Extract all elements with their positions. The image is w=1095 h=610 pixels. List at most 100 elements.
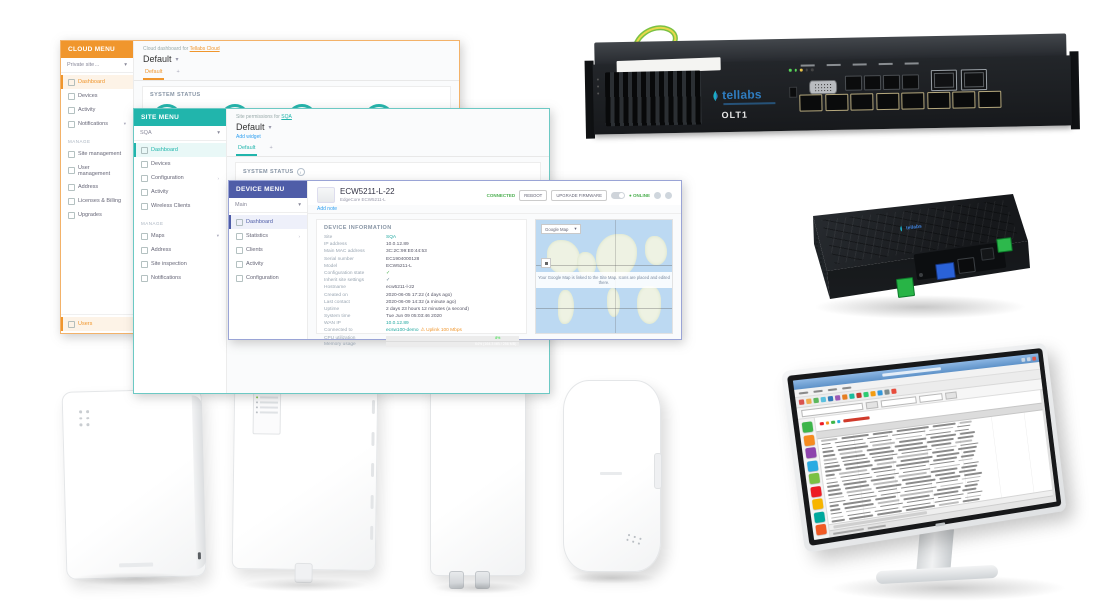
app-rail-icon[interactable] bbox=[814, 523, 827, 536]
nav-item-label: Statistics bbox=[246, 233, 269, 239]
cloud-manage-nav-item[interactable]: Upgrades bbox=[61, 208, 133, 222]
device-nav-item[interactable]: Activity bbox=[229, 257, 307, 271]
site-nav-item[interactable]: Activity bbox=[134, 185, 226, 199]
cloud-nav-item[interactable]: Activity bbox=[61, 103, 133, 117]
nav-item-label: Activity bbox=[151, 189, 169, 195]
chevron-down-icon: ▾ bbox=[217, 130, 220, 136]
app-rail-icon[interactable] bbox=[801, 421, 813, 433]
device-nav-item[interactable]: Dashboard bbox=[229, 215, 307, 229]
device-nav-item[interactable]: Clients bbox=[229, 243, 307, 257]
toolbar-icon[interactable] bbox=[834, 395, 841, 401]
toolbar-icon[interactable] bbox=[805, 398, 812, 405]
cloud-nav-item[interactable]: Devices bbox=[61, 89, 133, 103]
app-rail-icon[interactable] bbox=[807, 472, 820, 485]
device-selector-dropdown[interactable]: Main ▾ bbox=[229, 198, 307, 213]
device-info-list: Site SQA IP address 10.0.12.89 Main MAC … bbox=[324, 234, 519, 335]
upgrade-firmware-button[interactable]: UPGRADE FIRMWARE bbox=[551, 189, 607, 201]
site-nav-item[interactable]: Devices bbox=[134, 157, 226, 171]
device-selector-value: Main bbox=[235, 202, 247, 208]
chevron-down-icon[interactable]: ▾ bbox=[175, 56, 179, 63]
toolbar-icon[interactable] bbox=[841, 394, 848, 400]
site-manage-nav-item[interactable]: Address bbox=[134, 243, 226, 257]
site-manage-nav-item[interactable]: Maps ▾ bbox=[134, 229, 226, 243]
toolbar-icon[interactable] bbox=[820, 396, 827, 403]
toolbar-icon[interactable] bbox=[877, 390, 883, 396]
nav-item-label: Devices bbox=[78, 93, 98, 99]
cloud-nav-item[interactable]: Dashboard bbox=[61, 75, 133, 89]
device-location-map[interactable]: Google Map ▾ Your Google Map is linked t… bbox=[535, 219, 673, 334]
tab-default[interactable]: Default bbox=[143, 66, 165, 80]
minimize-button[interactable] bbox=[1021, 357, 1026, 362]
sidebar-item-users[interactable]: Users bbox=[61, 317, 133, 331]
nav-item-label: Activity bbox=[78, 107, 96, 113]
table-text-line bbox=[956, 424, 971, 428]
maximize-button[interactable] bbox=[1026, 356, 1031, 361]
app-rail-icon[interactable] bbox=[809, 485, 822, 498]
toolbar-icon[interactable] bbox=[827, 395, 834, 402]
chevron-down-icon[interactable]: ▾ bbox=[268, 124, 272, 131]
site-nav-item[interactable]: Wireless Clients bbox=[134, 199, 226, 213]
map-control[interactable] bbox=[541, 258, 551, 269]
nav-item-label: Devices bbox=[151, 161, 171, 167]
led-toggle[interactable] bbox=[611, 191, 625, 199]
online-dot-icon: ● bbox=[629, 192, 632, 198]
app-rail-icon[interactable] bbox=[804, 447, 817, 459]
toolbar-icon[interactable] bbox=[891, 388, 897, 395]
toolbar-icon[interactable] bbox=[870, 390, 876, 397]
sidebar-footer: Users bbox=[61, 314, 133, 333]
reboot-button[interactable]: REBOOT bbox=[519, 189, 548, 201]
device-nav-item[interactable]: Statistics › bbox=[229, 229, 307, 243]
cloud-manage-nav-item[interactable]: User management bbox=[61, 161, 133, 180]
tellabs-leaf-icon bbox=[713, 89, 718, 101]
add-tab-button[interactable]: + bbox=[269, 145, 273, 151]
toolbar-icon[interactable] bbox=[884, 389, 890, 395]
info-value: ecw5211-l-22 bbox=[386, 285, 415, 291]
map-layer-selector[interactable]: Google Map ▾ bbox=[541, 224, 581, 234]
notifications-icon[interactable] bbox=[654, 191, 661, 199]
app-rail-icon[interactable] bbox=[802, 434, 815, 446]
app-rail-icon[interactable] bbox=[811, 498, 824, 510]
site-selector-dropdown[interactable]: SQA ▾ bbox=[134, 126, 226, 141]
map-banner: Your Google Map is linked to the Site Ma… bbox=[536, 271, 672, 288]
site-nav-item[interactable]: Dashboard bbox=[134, 143, 226, 157]
toolbar-icon[interactable] bbox=[849, 393, 855, 400]
site-nav-item[interactable]: Configuration › bbox=[134, 171, 226, 185]
info-value: ✓ bbox=[386, 278, 391, 284]
cloud-nav-item[interactable]: Notifications ▾ bbox=[61, 117, 133, 131]
info-icon[interactable]: i bbox=[296, 168, 305, 176]
cloud-manage-nav-item[interactable]: Address bbox=[61, 180, 133, 194]
breadcrumb-link[interactable]: SQA bbox=[281, 114, 292, 120]
tab-default[interactable]: Default bbox=[236, 142, 258, 156]
brand-logo-text bbox=[843, 416, 870, 423]
nav-item-icon bbox=[141, 274, 148, 282]
site-manage-nav-item[interactable]: Site inspection bbox=[134, 257, 226, 271]
toolbar-icon[interactable] bbox=[813, 397, 820, 404]
cloud-manage-nav-item[interactable]: Licenses & Billing bbox=[61, 194, 133, 208]
ap-side-latch bbox=[654, 453, 662, 489]
toolbar-icon[interactable] bbox=[856, 392, 862, 399]
cloud-manage-nav-item[interactable]: Site management bbox=[61, 147, 133, 161]
nav-item-icon bbox=[141, 160, 148, 168]
toolbar-icon[interactable] bbox=[863, 391, 869, 398]
pon-port bbox=[824, 93, 849, 112]
add-widget-link[interactable]: Add widget bbox=[236, 134, 261, 140]
filter-select[interactable] bbox=[918, 392, 943, 403]
app-rail-icon[interactable] bbox=[813, 510, 825, 523]
add-tab-button[interactable]: + bbox=[176, 69, 180, 75]
search-button[interactable] bbox=[865, 400, 879, 409]
apply-button[interactable] bbox=[944, 390, 958, 400]
device-info-row: Hostname ecw5211-l-22 bbox=[324, 284, 519, 291]
close-button[interactable] bbox=[1032, 356, 1037, 361]
org-selector-dropdown[interactable]: Private site… ▾ bbox=[61, 58, 133, 73]
app-rail-icon[interactable] bbox=[806, 459, 819, 472]
user-icon[interactable] bbox=[665, 191, 672, 199]
add-note-link[interactable]: Add note bbox=[317, 206, 338, 212]
device-nav-item[interactable]: Configuration bbox=[229, 271, 307, 285]
toolbar-icon[interactable] bbox=[798, 399, 805, 406]
sfp-port bbox=[863, 75, 882, 91]
monitor-brand-logo bbox=[935, 522, 946, 527]
nav-item-label: Maps bbox=[151, 233, 165, 239]
breadcrumb-link[interactable]: Tellabs Cloud bbox=[189, 46, 220, 52]
site-manage-nav-item[interactable]: Notifications bbox=[134, 271, 226, 285]
